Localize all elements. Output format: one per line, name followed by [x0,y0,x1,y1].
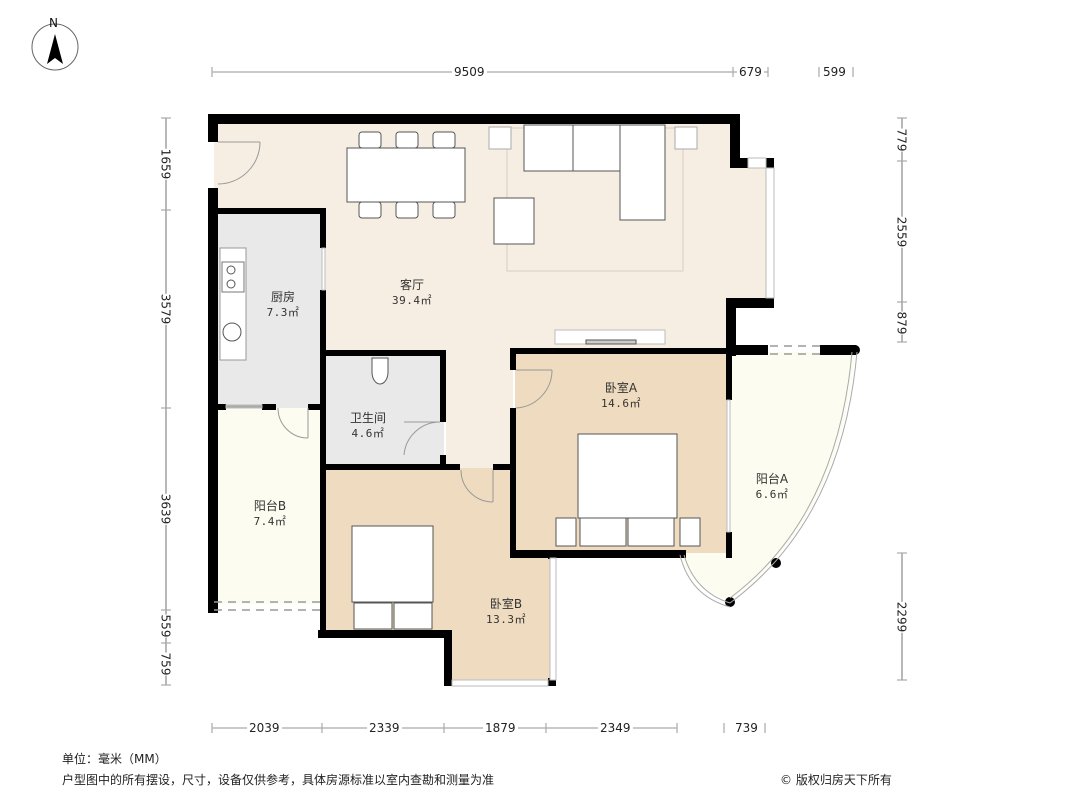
room-label-living: 客厅 39.4㎡ [392,278,432,308]
room-name: 卧室A [604,381,638,395]
room-area: 39.4㎡ [392,294,432,307]
room-area: 7.3㎡ [266,306,300,319]
dimension-left-1: 3579 [158,293,173,325]
room-name: 阳台B [253,499,287,513]
room-area: 13.3㎡ [486,613,526,626]
room-label-bedroom-a: 卧室A 14.6㎡ [601,381,641,411]
disclaimer-note: 户型图中的所有摆设，尺寸，设备仅供参考，具体房源标准以室内查勘和测量为准 [62,773,495,787]
single-bed [351,525,434,603]
room-name: 卧室B [489,597,523,611]
room-label-bedroom-b: 卧室B 13.3㎡ [486,597,526,627]
dimension-bottom-4: 739 [733,721,760,735]
dimension-bottom-3: 2349 [598,721,633,735]
room-area: 7.4㎡ [253,515,287,528]
dimension-top-1: 679 [737,65,764,79]
room-area: 14.6㎡ [601,397,641,410]
dining-table [346,147,466,203]
walls [208,114,860,686]
room-label-kitchen: 厨房 7.3㎡ [267,290,300,320]
dimension-left-0: 1659 [158,148,173,180]
curved-balcony-glass [679,351,858,608]
room-name: 客厅 [399,278,424,292]
dimension-bottom-2: 1879 [483,721,518,735]
room-name: 厨房 [270,290,295,304]
windows [225,157,775,687]
dimension-bottom-1: 2339 [367,721,402,735]
room-balcony-a-fill [680,352,855,600]
dimension-top-0: 9509 [452,65,487,79]
toilet [371,357,389,385]
room-area: 6.6㎡ [755,488,789,501]
room-balcony-b-fill [214,408,322,604]
dimension-left-2: 3639 [158,493,173,525]
units-note: 单位：毫米（MM） [62,752,167,766]
dimension-right-0: 779 [894,128,909,152]
furniture [219,124,701,630]
dimension-left-4: 759 [158,652,173,676]
room-label-balcony-a: 阳台A 6.6㎡ [756,472,789,502]
copyright-note: © 版权归房天下所有 [780,773,892,787]
north-compass-icon [31,23,79,71]
dimension-left-3: 559 [158,614,173,638]
double-bed [577,433,678,519]
dimension-right-3: 2299 [894,601,909,633]
compass-north-label: N [49,16,58,30]
room-label-bathroom: 卫生间 4.6㎡ [350,411,386,441]
dimension-top-2: 599 [821,65,848,79]
dimension-right-1: 2559 [894,216,909,248]
dimension-right-2: 879 [894,311,909,335]
room-area: 4.6㎡ [351,427,385,440]
dimension-bottom-0: 2039 [247,721,282,735]
room-name: 卫生间 [349,411,387,425]
door-swings [217,141,553,503]
room-name: 阳台A [755,472,789,486]
room-label-balcony-b: 阳台B 7.4㎡ [254,499,287,529]
open-railings [214,345,820,611]
